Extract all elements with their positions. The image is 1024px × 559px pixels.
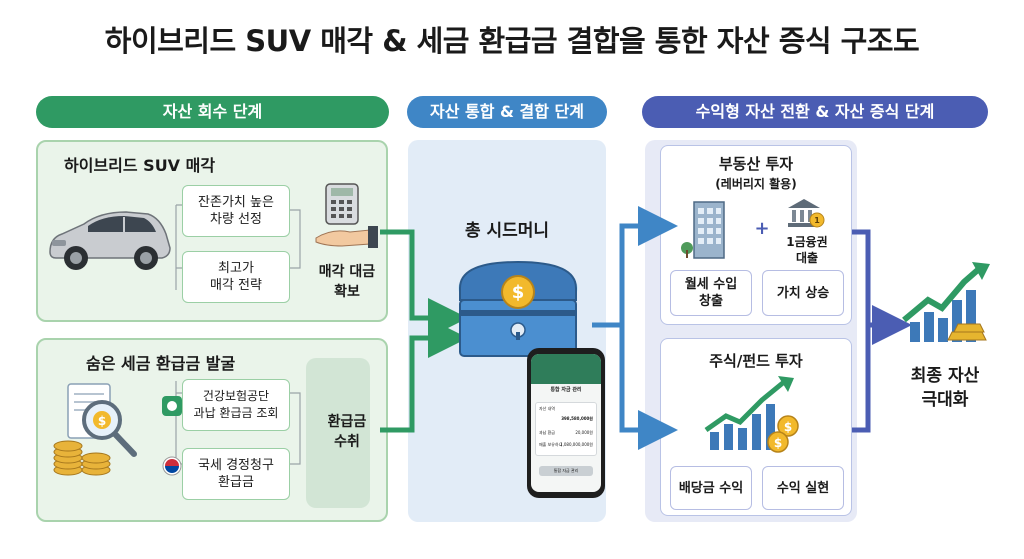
ledger-row2-value: 20,000원 (575, 430, 593, 435)
document-magnifier-coins-icon: $ (53, 383, 137, 476)
value-appreciation-box: 가치 상승 (762, 270, 844, 316)
phone-app-header (531, 354, 601, 384)
nhis-app-icon-mark (167, 401, 177, 411)
refund-phone-background (306, 358, 370, 508)
suv-step-select-vehicle: 잔존가치 높은 차량 선정 (182, 185, 290, 237)
phone-mockup: 통합 자금 관리 자산 내역 398,580,000원 과납 환급 20,000… (527, 348, 605, 498)
calculator-cash-icon (315, 183, 378, 248)
bank-loan-label: 1금융권 대출 (786, 235, 828, 265)
building-icon (681, 201, 725, 259)
magnifier-dollar-glyph: $ (98, 414, 106, 428)
stock-fund-heading: 주식/펀드 투자 (709, 352, 803, 370)
plus-sign: + (754, 218, 770, 239)
wealth-growth-icon (902, 262, 990, 342)
dividend-income-box: 배당금 수익 (670, 466, 752, 510)
chart-coin-glyph-bottom: $ (774, 436, 782, 450)
tax-refund-heading: 숨은 세금 환급금 발굴 (86, 354, 236, 373)
ledger-row1-value: 398,580,000원 (561, 416, 593, 421)
suv-step-best-price: 최고가 매각 전략 (182, 251, 290, 303)
chest-dollar-glyph: $ (512, 282, 525, 303)
refund-step-health-insurance: 건강보험공단 과납 환급금 조회 (182, 379, 290, 431)
stage-pill-growth: 수익형 자산 전환 & 자산 증식 단계 (642, 96, 988, 128)
refund-result-received: 환급금 수취 (327, 414, 367, 450)
refund-step-national-tax: 국세 경정청구 환급금 (182, 448, 290, 500)
suv-result-proceeds: 매각 대금 확보 (318, 264, 376, 300)
ledger-row3-value: 1,080,000,000원 (560, 442, 593, 447)
phone-manage-button[interactable]: 통합 자금 관리 (539, 466, 593, 476)
bank-icon: 1 (788, 199, 825, 228)
stage-pill-integration: 자산 통합 & 결합 단계 (407, 96, 607, 128)
phone-screen-title: 통합 자금 관리 (550, 387, 582, 393)
stage-pill-recovery: 자산 회수 단계 (36, 96, 389, 128)
real-estate-heading: 부동산 투자 (718, 155, 794, 173)
ledger-row1-label: 자산 내역 (539, 406, 555, 411)
profit-realization-box: 수익 실현 (762, 466, 844, 510)
ledger-row2-label: 과납 환급 (539, 430, 555, 435)
suv-car-illustration (49, 211, 171, 270)
bank-badge-number: 1 (814, 216, 820, 225)
ledger-row3-label: 매출 보유하니 (539, 442, 563, 447)
growth-chart-icon: $ $ (704, 376, 799, 453)
phone-screen: 통합 자금 관리 자산 내역 398,580,000원 과납 환급 20,000… (531, 354, 601, 492)
national-tax-emblem-icon (162, 456, 182, 476)
page-title: 하이브리드 SUV 매각 & 세금 환급금 결합을 통한 자산 증식 구조도 (104, 24, 920, 58)
treasure-chest-icon: $ (458, 260, 578, 357)
real-estate-subheading: (레버리지 활용) (715, 177, 797, 191)
chart-coin-glyph-top: $ (784, 420, 792, 434)
phone-ledger-card: 자산 내역 398,580,000원 과납 환급 20,000원 매출 보유하니… (535, 402, 597, 456)
suv-sale-heading: 하이브리드 SUV 매각 (64, 156, 216, 175)
final-wealth-label: 최종 자산 극대화 (910, 366, 980, 410)
seed-money-heading: 총 시드머니 (464, 221, 550, 241)
nhis-app-icon (162, 396, 182, 416)
rental-income-box: 월세 수입 창출 (670, 270, 752, 316)
